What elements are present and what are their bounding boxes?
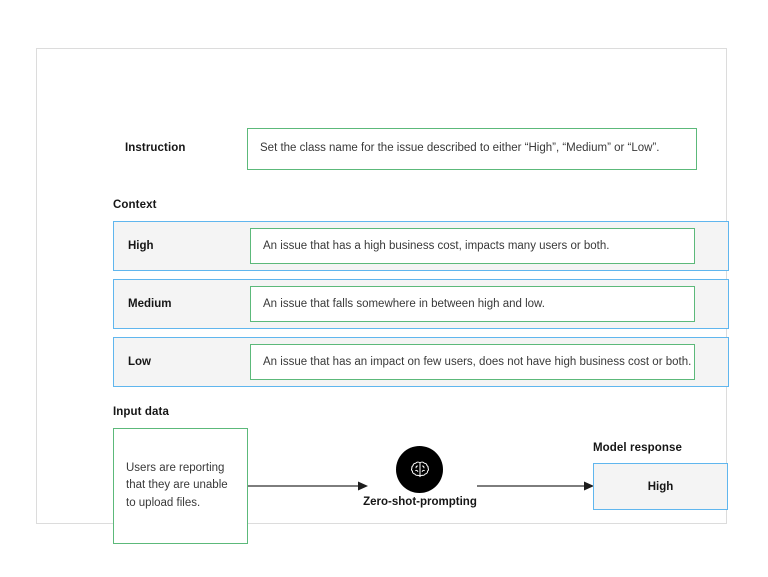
arrow-model-to-response [477,480,594,492]
context-row-description: An issue that has a high business cost, … [263,240,610,252]
model-response-box: High [593,463,728,510]
model-response-value: High [647,480,674,493]
arrow-input-to-model [248,480,368,492]
context-row-name: High [128,240,154,252]
context-row-description-box: An issue that has a high business cost, … [250,228,695,264]
instruction-label: Instruction [125,142,186,154]
context-row-name: Low [128,356,151,368]
brain-icon [409,459,431,481]
context-row-description-box: An issue that falls somewhere in between… [250,286,695,322]
context-list: High An issue that has a high business c… [113,221,729,395]
model-node [396,446,443,493]
context-row-description: An issue that has an impact on few users… [263,356,692,368]
model-node-label: Zero-shot-prompting [363,496,477,508]
input-data-box: Users are reporting that they are unable… [113,428,248,544]
instruction-text: Set the class name for the issue describ… [260,142,660,155]
context-row-low: Low An issue that has an impact on few u… [113,337,729,387]
context-label: Context [113,199,157,211]
input-data-text: Users are reporting that they are unable… [126,462,228,509]
diagram-frame: Instruction Set the class name for the i… [36,48,729,544]
instruction-box: Set the class name for the issue describ… [247,128,697,170]
context-row-description: An issue that falls somewhere in between… [263,298,545,310]
context-row-name: Medium [128,298,172,310]
context-row-medium: Medium An issue that falls somewhere in … [113,279,729,329]
input-data-label: Input data [113,406,169,418]
context-row-high: High An issue that has a high business c… [113,221,729,271]
context-row-description-box: An issue that has an impact on few users… [250,344,695,380]
model-response-label: Model response [593,442,682,454]
